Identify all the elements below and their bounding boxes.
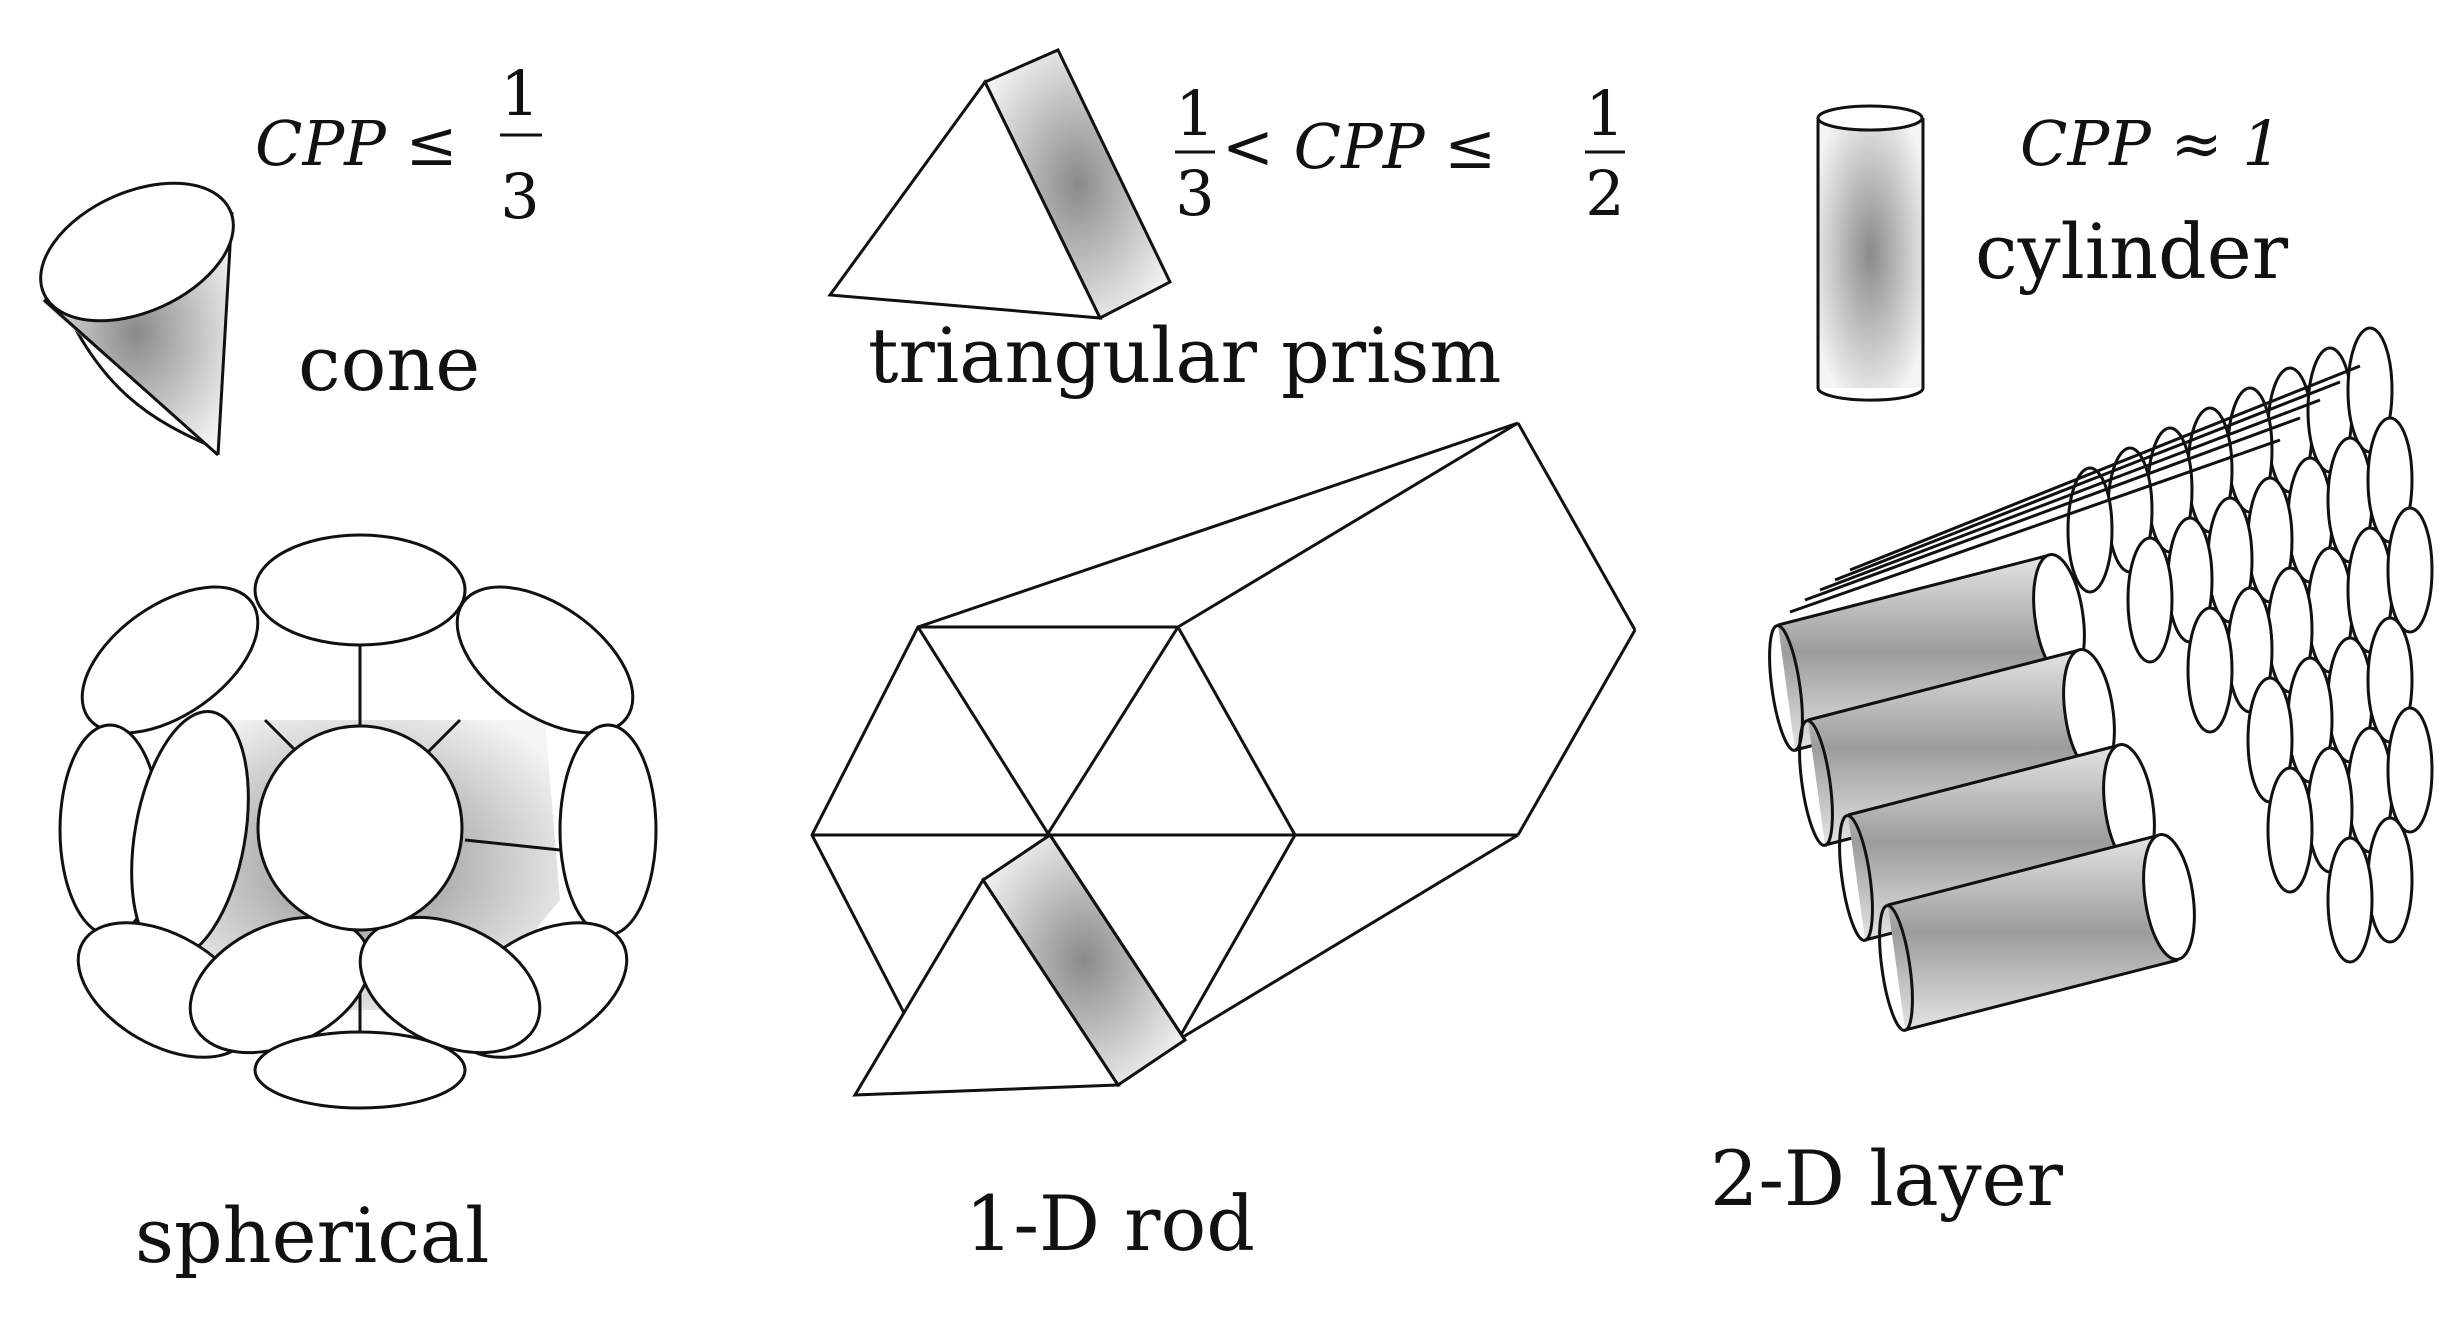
layer-back-ends — [2066, 326, 2434, 964]
cone-fraction-numerator: 1 — [500, 57, 539, 130]
cylinder-condition: CPP ≈ 1 — [2020, 107, 2282, 180]
prism-frac-right-numerator: 1 — [1585, 77, 1624, 150]
spherical-label: spherical — [135, 1191, 489, 1280]
prism-frac-right-denominator: 2 — [1585, 157, 1624, 230]
cylinder-label: cylinder — [1975, 207, 2289, 296]
cylinder-shape — [1816, 104, 1925, 402]
triangular-prism-shape — [827, 48, 1172, 321]
prism-frac-left-numerator: 1 — [1175, 77, 1214, 150]
cone-condition: CPP ≤ 1 3 — [255, 57, 542, 233]
prism-frac-left-denominator: 3 — [1175, 157, 1214, 230]
cone-label: cone — [298, 319, 480, 408]
triangular-prism-condition: 1 3 < CPP ≤ 1 2 — [1175, 77, 1625, 230]
layer-structure — [1768, 326, 2434, 1032]
triangular-prism-label: triangular prism — [868, 311, 1502, 400]
rod-structure — [810, 421, 1637, 1097]
rod-label: 1-D rod — [965, 1179, 1255, 1268]
spherical-micelle — [58, 533, 658, 1110]
cone-fraction-denominator: 3 — [500, 160, 539, 233]
cone-condition-prefix: CPP ≤ — [255, 107, 458, 180]
layer-label: 2-D layer — [1710, 1134, 2064, 1223]
layer-front-row-4 — [1878, 833, 2196, 1032]
cone-shape — [39, 181, 235, 457]
prism-condition-middle: < CPP ≤ — [1222, 110, 1496, 183]
